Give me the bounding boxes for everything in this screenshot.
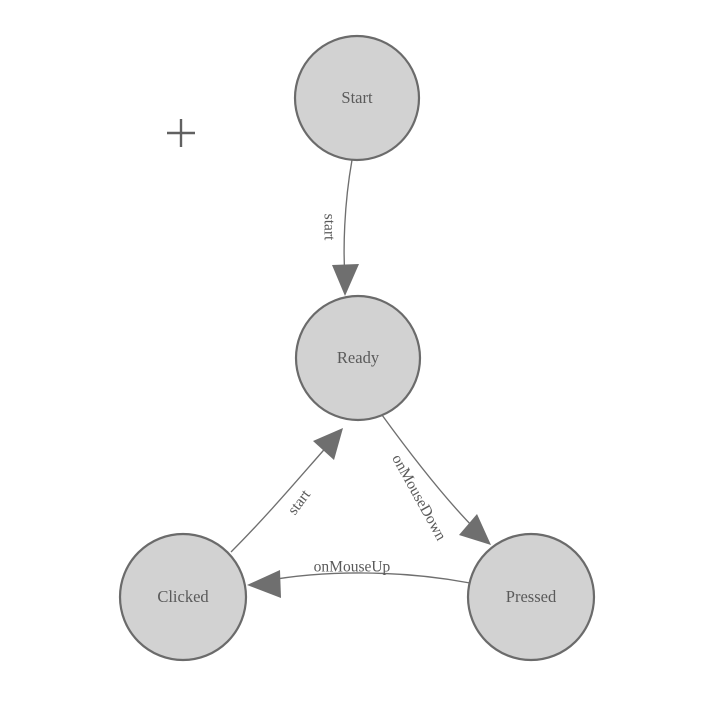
node-clicked-label: Clicked [157, 587, 209, 606]
arrowhead-pressed-to-clicked [247, 570, 281, 598]
edge-label-ready-to-pressed: onMouseDown [388, 452, 449, 544]
edge-clicked-to-ready[interactable]: start [230, 428, 343, 553]
arrowhead-start-to-ready [332, 264, 359, 296]
node-clicked[interactable]: Clicked [118, 532, 248, 662]
edge-path-clicked-to-ready [230, 442, 331, 553]
edge-path-pressed-to-clicked [264, 572, 471, 584]
arrowhead-ready-to-pressed [459, 514, 491, 545]
node-ready[interactable]: Ready [294, 294, 422, 422]
edge-path-ready-to-pressed [381, 414, 478, 532]
node-start-circle [293, 34, 421, 162]
node-ready-circle [294, 294, 422, 422]
edge-start-to-ready[interactable]: start [320, 159, 359, 296]
edge-ready-to-pressed[interactable]: onMouseDown [381, 414, 491, 545]
node-clicked-circle [118, 532, 248, 662]
edge-label-clicked-to-ready: start [284, 486, 314, 518]
edge-label-start-to-ready: start [320, 214, 337, 241]
edge-pressed-to-clicked[interactable]: onMouseUp [247, 559, 471, 598]
node-start[interactable]: Start [293, 34, 421, 162]
node-pressed-label: Pressed [506, 587, 557, 606]
node-ready-label: Ready [337, 348, 380, 367]
arrowhead-clicked-to-ready [313, 428, 343, 460]
plus-marker-icon[interactable] [167, 119, 195, 147]
node-start-label: Start [341, 88, 373, 107]
edge-path-start-to-ready [343, 159, 353, 279]
node-pressed-circle [466, 532, 596, 662]
node-pressed[interactable]: Pressed [466, 532, 596, 662]
edge-label-pressed-to-clicked: onMouseUp [314, 559, 391, 576]
